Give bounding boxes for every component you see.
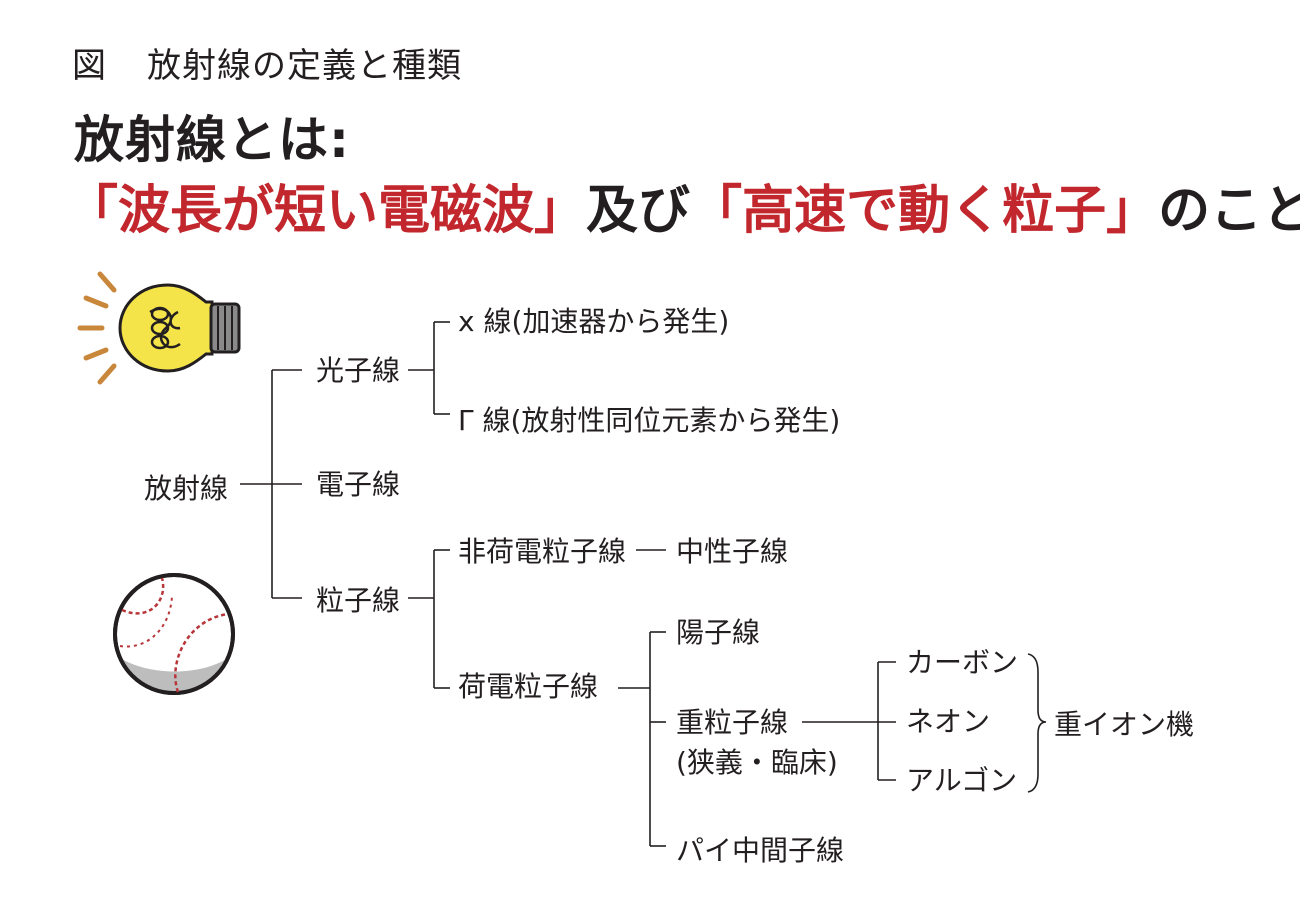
label-gamma: Γ 線(放射性同位元素から発生) <box>458 404 840 437</box>
bracket-open-2: 「 <box>690 181 743 241</box>
definition-connector: 及び <box>586 181 691 241</box>
bracket-open-1: 「 <box>66 181 119 241</box>
figure-title: 図放射線の定義と種類 <box>72 38 462 87</box>
definition-suffix: のこと <box>1158 181 1300 241</box>
label-neutron: 中性子線 <box>676 535 788 568</box>
label-pion: パイ中間子線 <box>676 834 844 867</box>
label-heavy-note: (狭義・臨床) <box>676 746 838 779</box>
definition-part1: 波長が短い電磁波 <box>118 181 535 241</box>
label-argon: アルゴン <box>906 764 1017 797</box>
figure-title-text: 放射線の定義と種類 <box>147 46 462 86</box>
label-non-charged: 非荷電粒子線 <box>458 535 626 568</box>
headline: 放射線とは: <box>74 111 350 169</box>
label-photon: 光子線 <box>316 354 400 387</box>
label-electron: 電子線 <box>316 468 400 501</box>
light-bulb-icon <box>77 271 241 385</box>
label-heavy-ion: 重イオン機 <box>1054 708 1194 741</box>
baseball-icon <box>113 573 235 695</box>
label-charged: 荷電粒子線 <box>458 670 598 703</box>
definition: 「波長が短い電磁波」及び「高速で動く粒子」のこと <box>66 168 1300 243</box>
label-neon: ネオン <box>906 705 990 738</box>
label-xray: x 線(加速器から発生) <box>458 305 729 338</box>
label-carbon: カーボン <box>906 646 1018 679</box>
bracket-close-1: 」 <box>534 181 587 241</box>
label-particle: 粒子線 <box>316 584 400 617</box>
bracket-close-2: 」 <box>1106 181 1159 241</box>
figure-prefix: 図 <box>72 46 107 86</box>
label-heavy: 重粒子線 <box>676 706 788 739</box>
tree-connectors <box>240 321 1047 847</box>
label-proton: 陽子線 <box>676 616 760 649</box>
label-root: 放射線 <box>144 472 228 505</box>
definition-part2: 高速で動く粒子 <box>742 181 1107 241</box>
